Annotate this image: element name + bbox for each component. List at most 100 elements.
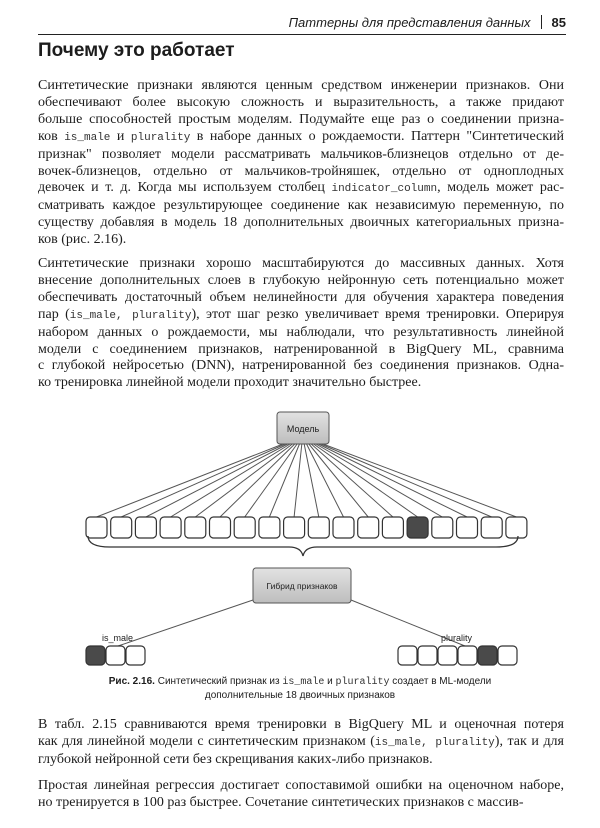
- cross-cell-18: [505, 516, 528, 539]
- fan-line-7: [244, 443, 298, 518]
- text-line: как для линейной модели с синтетическим …: [38, 734, 564, 752]
- inline-code: indicator_column: [331, 183, 438, 196]
- caption-prefix: Рис. 2.16.: [108, 676, 155, 687]
- cross-cell-11: [332, 516, 355, 539]
- plurality-cell-6: [497, 645, 518, 666]
- inline-code: is_male, plurality: [374, 736, 495, 749]
- text-line: признак" позволяет модели рассматривать …: [38, 147, 564, 164]
- text-run: Простая линейная регрессия достигает соп…: [38, 778, 564, 793]
- text-run: но тренируется в 100 раз быстрее. Сочета…: [38, 794, 524, 810]
- cross-cell-3: [134, 516, 158, 539]
- fan-line-14: [313, 443, 418, 518]
- cross-cell-12: [357, 516, 380, 539]
- inline-code: is_male: [64, 131, 111, 144]
- fan-line-8: [268, 443, 300, 518]
- text-run: внесение дополнительных слоев в глубокую…: [38, 272, 564, 288]
- text-line: ков is_male и plurality в наборе данных …: [38, 129, 564, 147]
- cross-cell-6: [208, 516, 232, 539]
- cross-cell-13: [381, 516, 404, 539]
- cross-feature-cells: [85, 516, 528, 539]
- text-run: в наборе данных о рождаемости. Паттерн "…: [190, 128, 565, 144]
- brace: [87, 535, 519, 557]
- plurality-cell-2: [417, 645, 438, 666]
- text-run: существу добавляя в модель 18 дополнител…: [38, 215, 564, 231]
- text-line: В табл. 2.15 сравниваются время трениров…: [38, 717, 564, 734]
- text-line: Синтетические признаки хорошо масштабиру…: [38, 256, 564, 273]
- text-run: глубокой нейронной сети без скрещивания …: [38, 751, 433, 767]
- text-run: ков (рис. 2.16).: [38, 232, 127, 248]
- text-line: Простая линейная регрессия достигает соп…: [38, 778, 564, 795]
- fan-line-5: [194, 443, 293, 518]
- is-male-cell-2: [105, 645, 126, 666]
- right-connector: [350, 599, 466, 647]
- fan-line-6: [219, 443, 296, 518]
- inline-code: plurality: [130, 131, 191, 144]
- fan-line-12: [308, 443, 369, 518]
- section-title: Почему это работает: [38, 40, 235, 61]
- text-line: глубокой нейронной сети без скрещивания …: [38, 752, 564, 769]
- page-number: 85: [551, 15, 566, 30]
- text-run: набором данных о рождаемости, мы наблюда…: [38, 324, 564, 340]
- fan-line-16: [318, 443, 468, 518]
- caption-text: и: [324, 676, 336, 687]
- text-run: пар (: [38, 306, 70, 322]
- text-line: модели с соединением признаков, натренир…: [38, 342, 564, 359]
- text-run: ков: [38, 128, 65, 144]
- fan-line-13: [310, 443, 394, 518]
- fan-line-11: [306, 443, 344, 518]
- cross-cell-16: [455, 516, 479, 539]
- text-line: обеспечивать достаточный объем нелинейно…: [38, 290, 564, 307]
- text-run: больше способностей простым моделям. Под…: [38, 111, 564, 127]
- fan-line-4: [170, 443, 291, 518]
- fan-line-18: [322, 443, 517, 518]
- inline-code: is_male, plurality: [69, 309, 192, 322]
- text-line: пар (is_male, plurality), этот шаг резко…: [38, 307, 564, 325]
- paragraph-1: Синтетические признаки являются ценным с…: [38, 78, 564, 249]
- cross-cell-2: [110, 516, 133, 539]
- cross-cell-5: [184, 516, 207, 539]
- text-run: признак" позволяет модели рассматривать …: [38, 146, 564, 162]
- cross-cell-7: [233, 516, 256, 539]
- paragraph-2: Синтетические признаки хорошо масштабиру…: [38, 256, 564, 392]
- plurality-cell-4: [457, 645, 478, 666]
- left-connector: [117, 599, 254, 647]
- text-line: обеспечивают более высокую сложность и в…: [38, 95, 564, 112]
- text-run: В табл. 2.15 сравниваются время трениров…: [38, 717, 564, 732]
- text-run: вочек-близнецов, отдельно от мальчиков-т…: [38, 163, 564, 179]
- cross-cell-14: [406, 516, 429, 539]
- cross-cell-9: [283, 516, 306, 539]
- text-line: существу добавляя в модель 18 дополнител…: [38, 215, 564, 232]
- caption-text: дополнительные 18 двоичных признаков: [204, 690, 396, 701]
- fan-line-2: [120, 443, 286, 518]
- text-run: , модель может рас-: [437, 180, 564, 196]
- text-line: Синтетические признаки являются ценным с…: [38, 78, 564, 95]
- text-line: с глубокой нейросетью (DNN), натренирова…: [38, 358, 564, 375]
- text-run: Синтетические признаки являются ценным с…: [38, 78, 564, 93]
- plurality-cells: [397, 645, 518, 666]
- text-run: девочек и т. д. Когда мы используем стол…: [38, 180, 332, 196]
- text-run: ко тренировка линейной модели проходит з…: [38, 375, 422, 391]
- text-line: больше способностей простым моделям. Под…: [38, 112, 564, 129]
- cross-cell-1: [85, 516, 108, 539]
- text-run: обеспечивать достаточный объем нелинейно…: [38, 289, 564, 305]
- is-male-cell-1: [85, 645, 106, 666]
- fan-line-10: [303, 443, 320, 518]
- cross-cell-8: [258, 516, 281, 539]
- figure-caption: Рис. 2.16. Синтетический признак из is_m…: [60, 675, 540, 702]
- text-run: сматривать каждое результирующее соедине…: [38, 198, 564, 214]
- text-run: и: [110, 128, 131, 144]
- fan-line-9: [293, 443, 303, 518]
- fan-line-3: [145, 443, 288, 518]
- cross-cell-15: [431, 516, 454, 539]
- fan-line-1: [96, 443, 284, 518]
- text-run: ), так и для: [494, 733, 564, 749]
- plurality-cell-1: [397, 645, 418, 666]
- text-run: как для линейной модели с синтетическим …: [38, 733, 375, 749]
- connection-lines: [96, 443, 517, 518]
- caption-text: Синтетический признак из: [154, 676, 283, 687]
- is-male-label: is_male: [102, 633, 133, 643]
- text-run: с глубокой нейросетью (DNN), натренирова…: [38, 358, 564, 374]
- caption-code: plurality: [335, 677, 390, 688]
- paragraph-3: В табл. 2.15 сравниваются время трениров…: [38, 717, 564, 769]
